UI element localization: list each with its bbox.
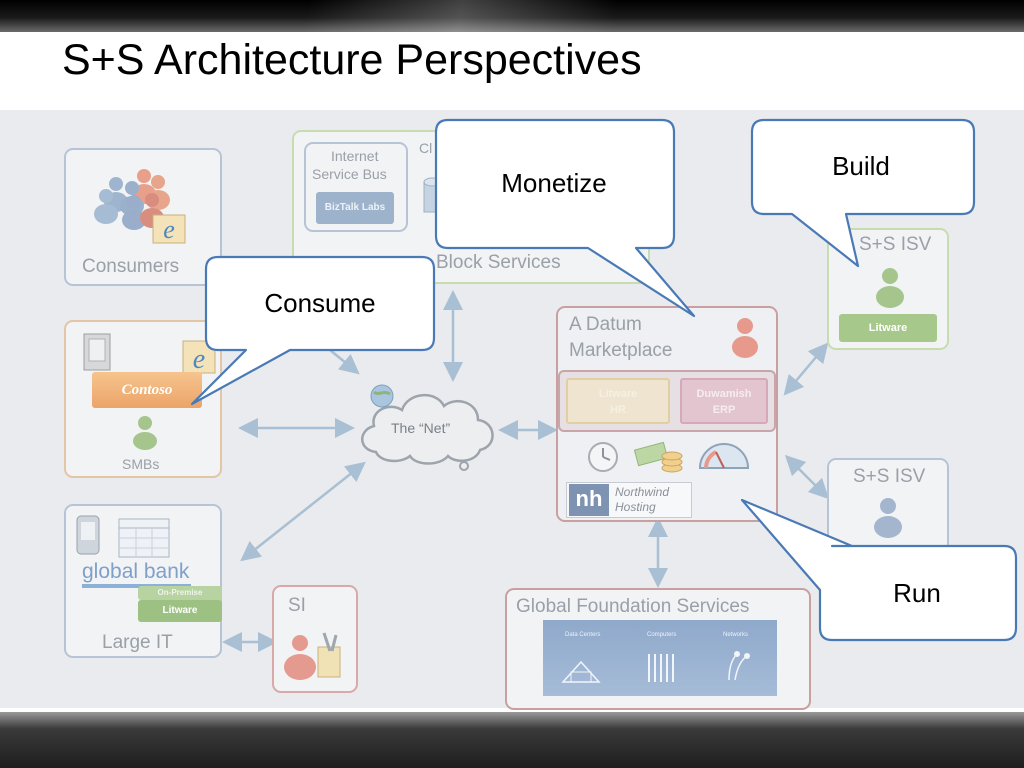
clipped-label: Cl bbox=[419, 140, 433, 156]
consumers-label: Consumers bbox=[82, 256, 180, 277]
slide-title: S+S Architecture Perspectives bbox=[62, 36, 642, 84]
svg-text:e: e bbox=[163, 215, 175, 244]
consumers-box: e Consumers bbox=[64, 148, 222, 286]
isb-line1: Internet bbox=[331, 148, 379, 164]
marketplace-box: A Datum Marketplace Litware HR Duwamish … bbox=[556, 306, 778, 522]
isv-bottom-label: S+S ISV bbox=[853, 466, 926, 487]
marketplace-line2: Marketplace bbox=[569, 340, 673, 361]
gfs-box: Global Foundation Services Data Centers … bbox=[505, 588, 811, 710]
duwamish-erp-tile: Duwamish ERP bbox=[680, 378, 768, 424]
user-icon-isv-top bbox=[876, 268, 904, 308]
user-icon-isv-bottom bbox=[874, 498, 902, 538]
consultant-tools-icon bbox=[284, 632, 341, 680]
money-icon bbox=[634, 441, 683, 473]
duwamish-line2: ERP bbox=[712, 404, 736, 416]
clock-icon bbox=[588, 442, 618, 472]
data-centers-label: Data Centers bbox=[565, 632, 601, 638]
arrow-marketplace-isv-top bbox=[783, 342, 829, 396]
smbs-label: SMBs bbox=[122, 456, 160, 472]
run-callout-label: Run bbox=[893, 578, 941, 608]
duwamish-line1: Duwamish bbox=[696, 388, 752, 400]
arrow-net-largeit bbox=[240, 461, 366, 562]
people-group-icon bbox=[94, 169, 170, 230]
user-icon-smbs bbox=[133, 416, 157, 450]
litware-hr-tile: Litware HR bbox=[566, 378, 670, 424]
run-bubble bbox=[740, 498, 1018, 642]
marketplace-line1: A Datum bbox=[569, 314, 642, 335]
user-icon-marketplace bbox=[732, 318, 758, 358]
building-block-title: Block Services bbox=[436, 252, 561, 273]
internet-service-bus-box: Internet Service Bus BizTalk Labs bbox=[304, 142, 408, 232]
isb-line2: Service Bus bbox=[312, 166, 387, 182]
litware-hr-line2: HR bbox=[610, 404, 626, 416]
svg-text:e: e bbox=[193, 344, 205, 374]
net-label: The “Net” bbox=[391, 420, 451, 436]
spreadsheet-icon bbox=[118, 518, 170, 558]
global-bank-logo: global bank bbox=[82, 560, 192, 588]
northwind-hosting-logo: nh Northwind Hosting bbox=[566, 482, 692, 518]
consume-callout-label: Consume bbox=[264, 288, 376, 318]
browser-e-icon: e bbox=[152, 214, 186, 244]
litware-badge-largeit: Litware bbox=[138, 600, 222, 622]
computers-label: Computers bbox=[647, 632, 677, 638]
contoso-logo: Contoso bbox=[92, 372, 202, 408]
isv-top-label: S+S ISV bbox=[859, 234, 932, 255]
bottom-decorative-bar bbox=[0, 712, 1024, 768]
northwind-line1: Northwind bbox=[615, 485, 670, 499]
large-it-label: Large IT bbox=[102, 632, 173, 653]
networks-label: Networks bbox=[723, 632, 749, 638]
gauge-icon bbox=[698, 443, 750, 469]
data-center-icon bbox=[561, 660, 601, 683]
globe-icon bbox=[370, 384, 394, 408]
northwind-line2: Hosting bbox=[615, 500, 656, 514]
computers-icon bbox=[648, 654, 674, 682]
monetize-bubble bbox=[434, 118, 696, 318]
litware-hr-line1: Litware bbox=[598, 388, 638, 400]
consume-bubble bbox=[190, 255, 436, 406]
cloud-icon bbox=[361, 393, 494, 471]
si-label: SI bbox=[288, 595, 306, 616]
litware-badge-isv: Litware bbox=[839, 314, 937, 342]
gfs-title: Global Foundation Services bbox=[516, 596, 750, 617]
arrow-marketplace-isv-bottom bbox=[784, 454, 830, 500]
biztalk-labs-tile: BizTalk Labs bbox=[316, 192, 394, 224]
network-icon bbox=[728, 651, 750, 681]
top-decorative-bar bbox=[0, 0, 1024, 32]
on-premise-badge: On-Premise bbox=[138, 586, 222, 600]
large-it-box: global bank On-Premise Litware Large IT bbox=[64, 504, 222, 658]
gfs-infrastructure-band: Data Centers Computers Networks bbox=[543, 620, 777, 696]
si-box: SI bbox=[272, 585, 358, 693]
build-bubble bbox=[750, 118, 976, 268]
building-icon bbox=[83, 333, 111, 371]
arrow-consume-net bbox=[329, 349, 360, 375]
monetize-callout-label: Monetize bbox=[501, 168, 607, 198]
build-callout-label: Build bbox=[832, 151, 890, 181]
nh-mark: nh bbox=[569, 484, 609, 516]
device-icon bbox=[76, 515, 100, 555]
